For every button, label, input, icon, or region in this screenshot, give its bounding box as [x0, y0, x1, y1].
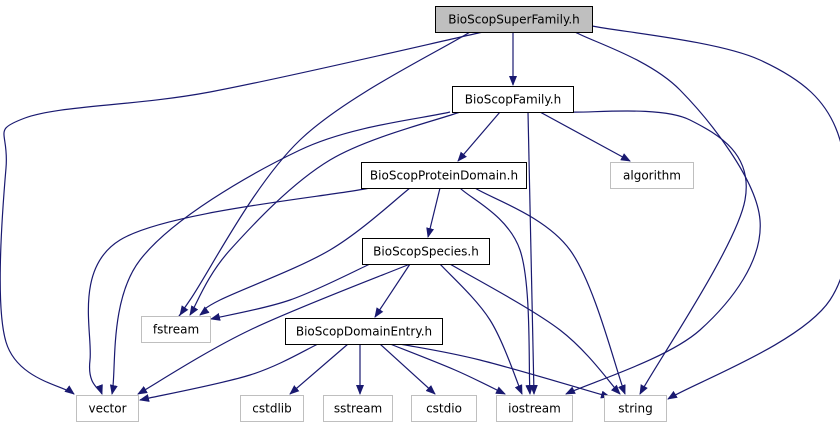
edges-layer [0, 25, 840, 402]
edge-domainentry-to-cstdio [379, 343, 436, 395]
node-label-fstream: fstream [153, 323, 199, 337]
node-box-vector [76, 395, 139, 422]
node-label-domainentry: BioScopDomainEntry.h [296, 325, 432, 339]
edge-superfamily-to-iostream [565, 31, 761, 395]
node-box-iostream [496, 395, 573, 422]
node-label-vector: vector [88, 402, 126, 416]
node-box-superfamily [435, 6, 593, 33]
edge-superfamily-to-vector [0, 31, 484, 395]
edge-family-to-proteindomain [457, 111, 501, 162]
edge-domainentry-to-iostream [389, 343, 506, 395]
edge-proteindomain-to-vector [87, 187, 371, 395]
node-label-cstdio: cstdio [426, 402, 462, 416]
edge-species-to-iostream [439, 263, 523, 395]
node-box-family [452, 86, 574, 113]
node-cstdio: cstdio [411, 395, 477, 422]
edge-proteindomain-to-species [426, 187, 441, 238]
edge-proteindomain-to-fstream [199, 187, 411, 316]
node-box-domainentry [285, 318, 443, 345]
edge-family-to-iostream [527, 111, 538, 395]
edge-superfamily-to-string [591, 25, 840, 400]
edge-proteindomain-to-string [474, 187, 626, 395]
node-species[interactable]: BioScopSpecies.h [362, 238, 490, 265]
node-label-algorithm: algorithm [623, 169, 681, 183]
edge-species-to-vector [137, 263, 411, 395]
node-superfamily[interactable]: BioScopSuperFamily.h [435, 6, 593, 33]
edge-family-to-string [569, 110, 747, 395]
edge-superfamily-to-fstream [177, 31, 471, 319]
edge-domainentry-to-vector [139, 343, 319, 402]
node-vector: vector [76, 395, 139, 422]
nodes-layer: BioScopSuperFamily.hBioScopFamily.hBioSc… [76, 6, 694, 422]
edge-family-to-vector [109, 111, 451, 395]
edge-domainentry-to-cstdlib [289, 343, 349, 395]
node-cstdlib: cstdlib [240, 395, 304, 422]
node-algorithm: algorithm [610, 162, 694, 189]
edge-species-to-fstream [210, 263, 371, 321]
node-domainentry[interactable]: BioScopDomainEntry.h [285, 318, 443, 345]
node-box-fstream [141, 316, 211, 343]
node-proteindomain[interactable]: BioScopProteinDomain.h [361, 162, 527, 189]
node-box-string [604, 395, 667, 422]
node-string: string [604, 395, 667, 422]
node-box-sstream [323, 395, 393, 422]
node-box-proteindomain [361, 162, 527, 189]
node-iostream: iostream [496, 395, 573, 422]
node-sstream: sstream [323, 395, 393, 422]
node-label-species: BioScopSpecies.h [373, 245, 479, 259]
edge-family-to-fstream [189, 111, 461, 316]
node-label-family: BioScopFamily.h [465, 93, 561, 107]
edge-species-to-domainentry [374, 263, 411, 318]
edge-family-to-algorithm [539, 111, 631, 162]
node-box-algorithm [610, 162, 694, 189]
node-label-string: string [618, 402, 652, 416]
edge-proteindomain-to-iostream [459, 187, 534, 395]
node-label-cstdlib: cstdlib [252, 402, 291, 416]
node-label-superfamily: BioScopSuperFamily.h [448, 13, 580, 27]
edge-domainentry-to-string [399, 343, 611, 399]
node-label-iostream: iostream [508, 402, 561, 416]
node-family[interactable]: BioScopFamily.h [452, 86, 574, 113]
node-box-cstdio [411, 395, 477, 422]
edge-species-to-string [449, 263, 621, 395]
node-label-proteindomain: BioScopProteinDomain.h [370, 169, 518, 183]
node-box-cstdlib [240, 395, 304, 422]
node-fstream: fstream [141, 316, 211, 343]
node-label-sstream: sstream [334, 402, 382, 416]
node-box-species [362, 238, 490, 265]
